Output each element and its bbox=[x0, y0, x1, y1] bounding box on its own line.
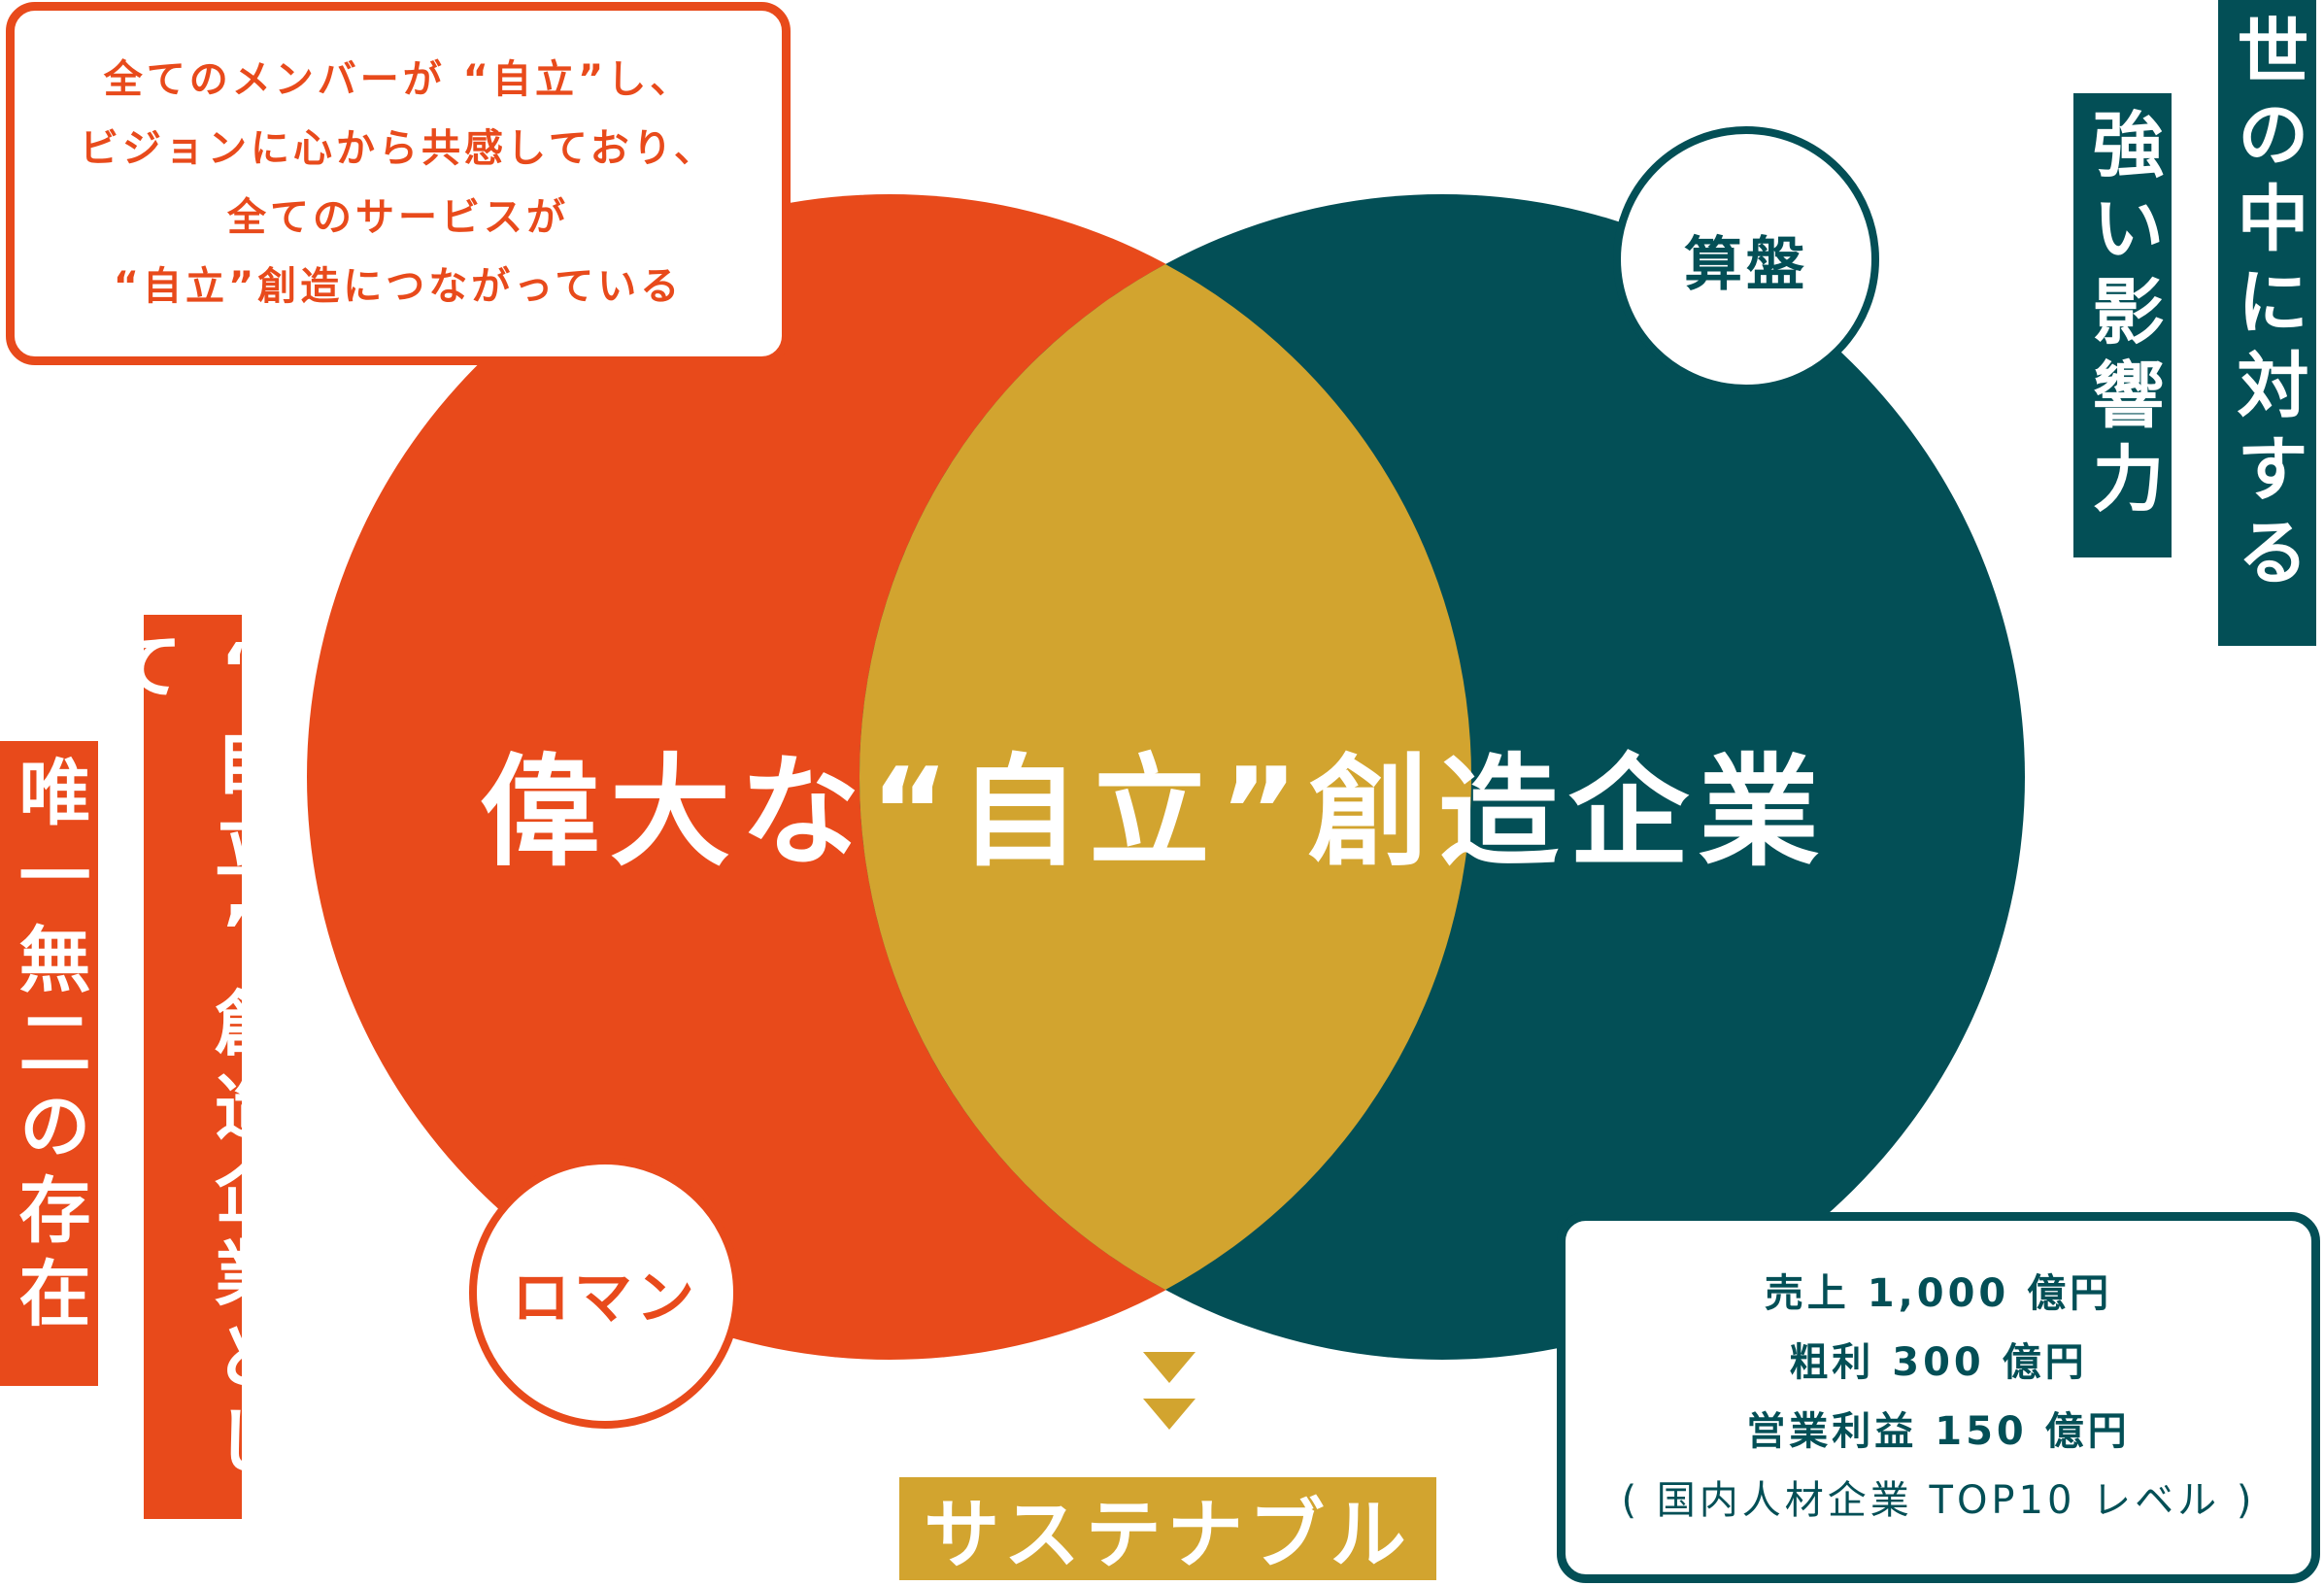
soroban-label: 算盤 bbox=[1684, 230, 1808, 299]
as-company-label: “自立”創造企業として bbox=[99, 615, 286, 1519]
unique-label: 唯一無二の存在 bbox=[0, 741, 98, 1386]
soroban-badge: 算盤 bbox=[1613, 126, 1879, 392]
vision-line: ビジョンに心から共感しており、 bbox=[80, 126, 717, 171]
vision-box: 全てのメンバーが “自立”し、 ビジョンに心から共感しており、 全てのサービスが… bbox=[6, 2, 791, 365]
double-chevron-down-icon bbox=[1143, 1352, 1196, 1430]
sustainable-text: サステナブル bbox=[924, 1492, 1412, 1579]
roman-badge: ロマン bbox=[469, 1157, 741, 1429]
target-line: 粗利 300 億円 bbox=[1789, 1340, 2088, 1385]
center-title-text: 偉大な“自立”創造企業 bbox=[480, 743, 1829, 883]
vision-line: 全てのメンバーが “自立”し、 bbox=[103, 57, 693, 102]
overlap-lens bbox=[859, 264, 1472, 1290]
roman-label: ロマン bbox=[512, 1264, 698, 1333]
target-line: ( 国内人材企業 TOP10 レベル ) bbox=[1621, 1478, 2256, 1523]
targets-box: 売上 1,000 億円 粗利 300 億円 営業利益 150 億円 ( 国内人材… bbox=[1557, 1212, 2320, 1583]
vision-line: “自立”創造につながっている bbox=[113, 264, 684, 309]
toward-world-label: 世の中に対する bbox=[2218, 0, 2316, 646]
center-title: 偉大な“自立”創造企業 bbox=[0, 714, 2324, 889]
target-line: 売上 1,000 億円 bbox=[1764, 1271, 2113, 1316]
sustainable-label: サステナブル bbox=[899, 1477, 1436, 1580]
influence-label: 強い影響力 bbox=[2073, 93, 2172, 557]
vision-line: 全てのサービスが bbox=[227, 195, 569, 240]
target-line: 営業利益 150 億円 bbox=[1746, 1409, 2131, 1454]
